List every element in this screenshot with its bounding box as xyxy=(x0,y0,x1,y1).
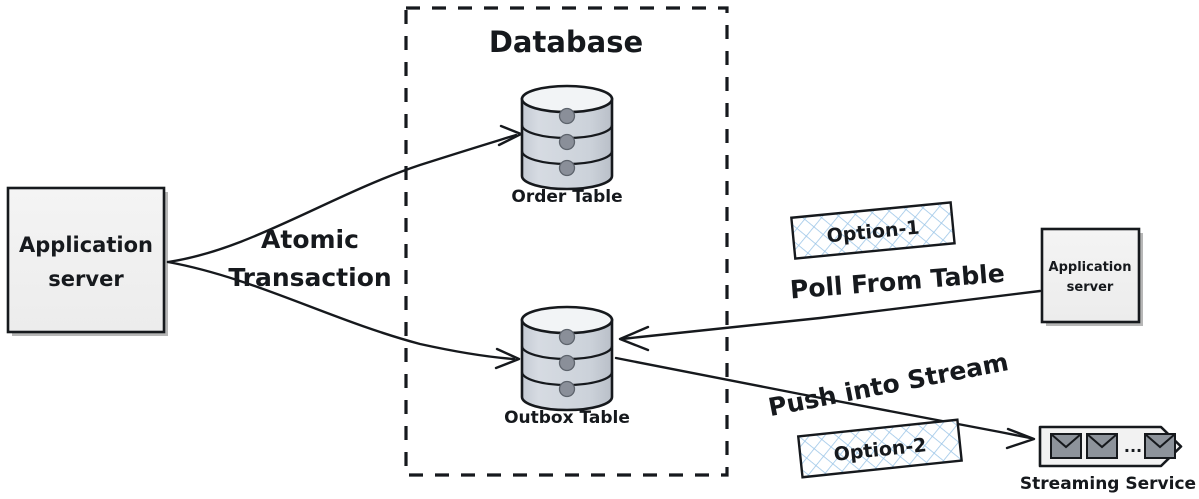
app-server-left-box xyxy=(6,186,166,334)
badge-option-1[interactable]: Option-1 xyxy=(790,201,956,260)
atomic-transaction-line2: Transaction xyxy=(228,263,391,292)
outbox-table-label: Outbox Table xyxy=(504,408,630,428)
edge-push-into-stream-arrowhead xyxy=(1005,427,1036,450)
edge-app-to-outbox-table-arrowhead xyxy=(494,347,521,370)
badge-option-1-box xyxy=(790,201,956,260)
envelope-icon xyxy=(1144,433,1176,459)
edge-poll-from-table-label: Poll From Table xyxy=(789,259,1006,305)
database-boundary: Database xyxy=(404,6,729,477)
outbox-table-row-dot xyxy=(558,380,576,398)
outbox-table-row-dot xyxy=(558,328,576,346)
edge-app-to-outbox-table-path xyxy=(166,260,516,361)
edge-poll-from-table-arrowhead xyxy=(618,325,650,352)
order-table[interactable]: Order Table xyxy=(511,84,623,207)
badge-option-2[interactable]: Option-2 xyxy=(796,418,963,479)
streaming-service-label: Streaming Service xyxy=(1020,474,1196,494)
app-server-left[interactable]: Application server xyxy=(6,186,168,336)
order-table-row-dot xyxy=(558,159,576,177)
outbox-table-row-dot xyxy=(558,354,576,372)
outbox-table-cylinder xyxy=(520,305,614,412)
database-boundary-label: Database xyxy=(489,25,643,59)
order-table-row-dot xyxy=(558,107,576,125)
database-boundary-rect xyxy=(404,6,729,477)
edge-poll-from-table-path xyxy=(620,289,1042,341)
app-server-left-line1: Application xyxy=(19,233,153,257)
order-table-row-dot xyxy=(558,133,576,151)
app-server-right-box xyxy=(1040,227,1141,324)
atomic-transaction-line1: Atomic xyxy=(261,225,359,254)
edge-app-to-order-table-path xyxy=(166,133,518,264)
order-table-label: Order Table xyxy=(511,187,622,207)
envelope-icon xyxy=(1086,433,1118,459)
edge-app-to-order-table-arrowhead xyxy=(497,124,523,147)
badge-option-2-box xyxy=(796,418,963,479)
app-server-right[interactable]: Application server xyxy=(1040,227,1143,326)
edge-app-to-outbox-table xyxy=(166,260,521,370)
order-table-cylinder xyxy=(520,84,614,191)
edge-poll-from-table: Poll From Table xyxy=(618,259,1042,352)
streaming-service-ellipsis: ... xyxy=(1124,437,1142,456)
edge-label-atomic-transaction: Atomic Transaction xyxy=(228,225,391,292)
streaming-service[interactable]: ... Streaming Service xyxy=(1020,425,1196,494)
outbox-table[interactable]: Outbox Table xyxy=(504,305,630,428)
edge-push-into-stream-path xyxy=(614,356,1032,440)
envelope-icon xyxy=(1050,433,1082,459)
app-server-right-line2: server xyxy=(1067,280,1114,295)
app-server-left-line2: server xyxy=(48,267,124,291)
app-server-right-line1: Application xyxy=(1049,260,1132,275)
